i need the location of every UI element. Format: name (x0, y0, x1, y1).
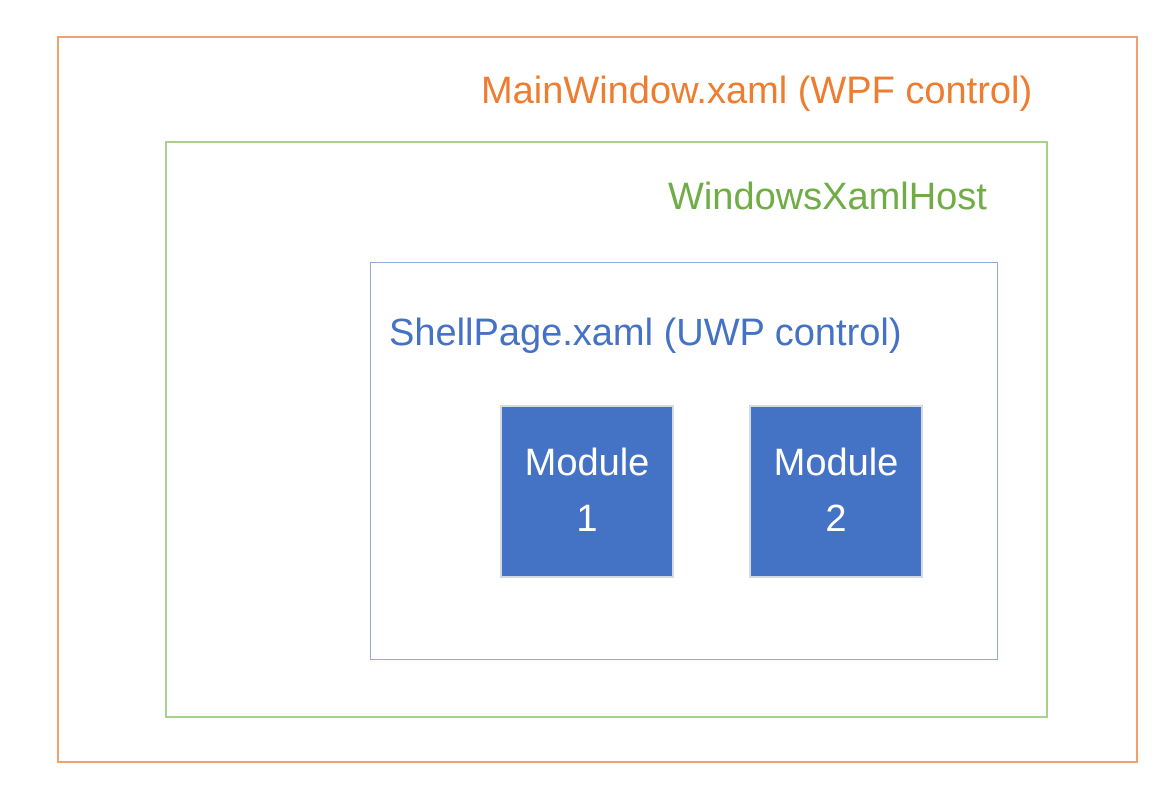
mainwindow-wpf-label: MainWindow.xaml (WPF control) (481, 70, 1033, 112)
module-2-box: Module 2 (749, 405, 923, 578)
module-2-number: 2 (825, 497, 847, 540)
module-2-name: Module (773, 442, 899, 485)
windows-xaml-host-box: WindowsXamlHost ShellPage.xaml (UWP cont… (165, 141, 1048, 718)
module-1-name: Module (524, 442, 650, 485)
module-1-box: Module 1 (500, 405, 674, 578)
mainwindow-wpf-box: MainWindow.xaml (WPF control) WindowsXam… (57, 36, 1138, 763)
shellpage-uwp-box: ShellPage.xaml (UWP control) Module 1 Mo… (370, 262, 998, 660)
shellpage-uwp-label: ShellPage.xaml (UWP control) (389, 312, 902, 354)
windows-xaml-host-label: WindowsXamlHost (668, 176, 987, 218)
module-1-number: 1 (576, 497, 598, 540)
